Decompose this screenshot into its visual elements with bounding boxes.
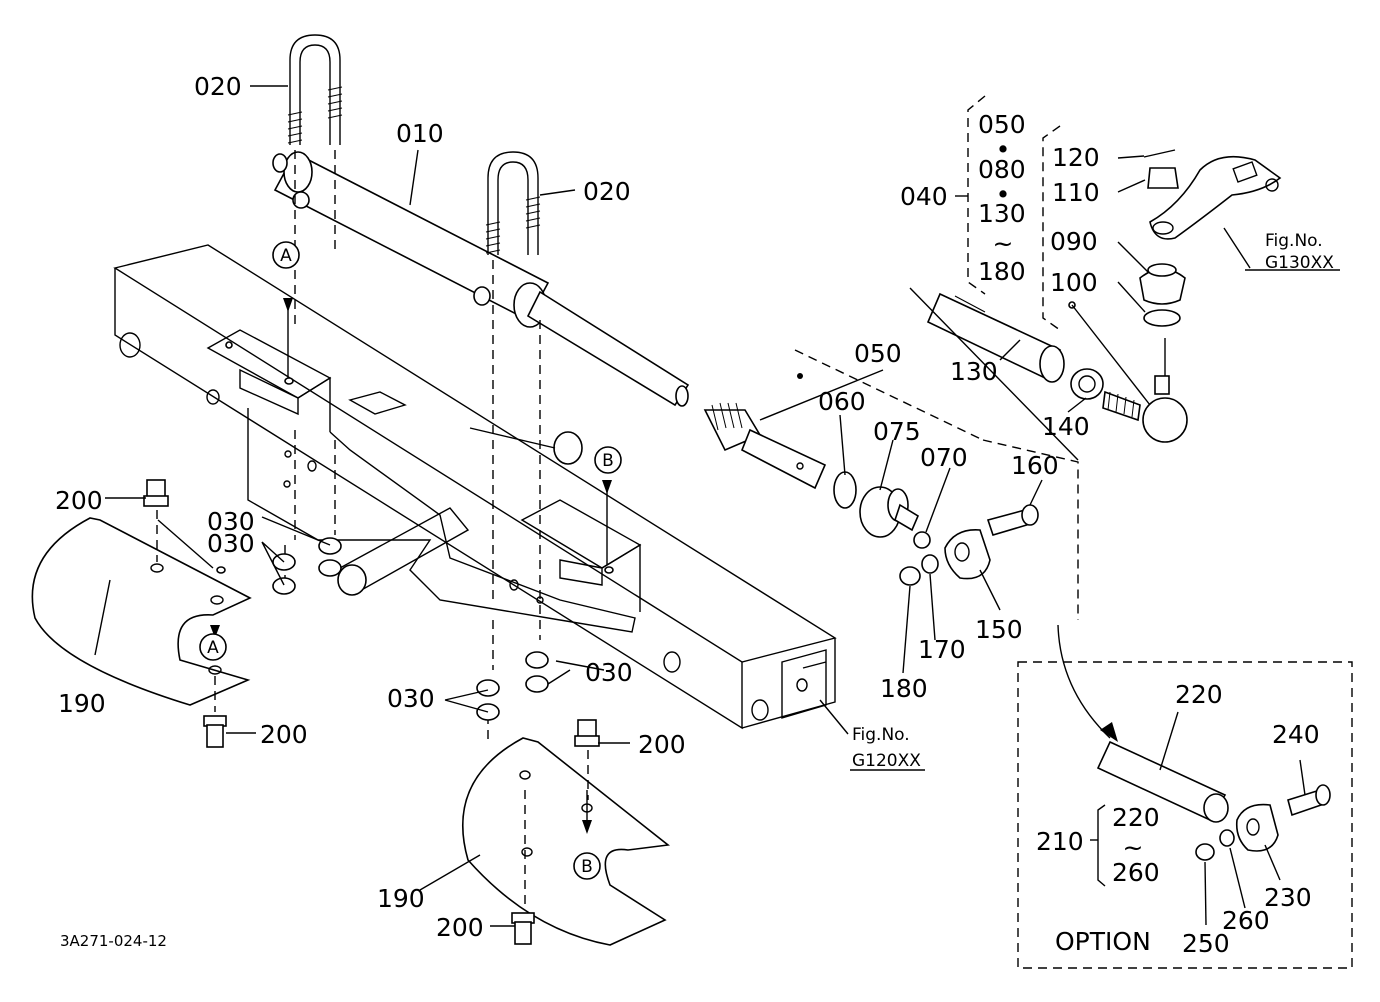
label-260-top: 260 xyxy=(1112,858,1160,887)
label-030-2: 030 xyxy=(207,529,255,558)
label-060: 060 xyxy=(818,387,866,416)
label-130-top: 130 xyxy=(978,199,1026,228)
label-040: 040 xyxy=(900,182,948,211)
u-bolt-right xyxy=(485,151,541,255)
ref-b-label: B xyxy=(581,857,593,877)
label-160: 160 xyxy=(1011,451,1059,480)
label-050-top: 050 xyxy=(978,110,1026,139)
label-130: 130 xyxy=(950,357,998,386)
label-140: 140 xyxy=(1042,412,1090,441)
label-100: 100 xyxy=(1050,268,1098,297)
cover-right xyxy=(461,737,670,946)
option-box xyxy=(1017,661,1353,969)
label-220-top: 220 xyxy=(1112,803,1160,832)
fig-number-g120: G120XX xyxy=(852,751,921,771)
label-030-3: 030 xyxy=(585,658,633,687)
label-220: 220 xyxy=(1175,680,1223,709)
ref-dot xyxy=(797,373,803,379)
option-arrow-head xyxy=(1100,722,1118,742)
label-050: 050 xyxy=(854,339,902,368)
ref-circle-b-top: B xyxy=(594,446,622,474)
ref-arrow-a2 xyxy=(210,625,220,638)
group-040-brackets xyxy=(955,95,1166,406)
label-250: 250 xyxy=(1182,929,1230,958)
label-030-1: 030 xyxy=(207,507,255,536)
ref-arrow-a1 xyxy=(283,298,293,312)
group-130-box xyxy=(909,287,1079,461)
label-075: 075 xyxy=(873,417,921,446)
label-170: 170 xyxy=(918,635,966,664)
fig-number-g130: G130XX xyxy=(1265,253,1334,273)
label-230: 230 xyxy=(1264,883,1312,912)
ref-circle-a-bottom: A xyxy=(199,633,227,661)
cover-left xyxy=(31,517,252,706)
label-190-1: 190 xyxy=(58,689,106,718)
fig-label-g120: Fig.No. xyxy=(852,725,910,745)
label-080: 080 xyxy=(978,155,1026,184)
bolts-200 xyxy=(143,479,600,945)
ref-arrow-b1 xyxy=(602,480,612,494)
bolt-centerlines xyxy=(284,150,541,740)
label-200-4: 200 xyxy=(436,913,484,942)
label-190-2: 190 xyxy=(377,884,425,913)
label-070: 070 xyxy=(920,443,968,472)
label-010: 010 xyxy=(396,119,444,148)
tie-rod-assembly xyxy=(703,149,1282,586)
steering-cylinder xyxy=(272,151,690,407)
label-120: 120 xyxy=(1052,143,1100,172)
ref-circle-a-top: A xyxy=(272,241,300,269)
label-200-3: 200 xyxy=(638,730,686,759)
dot-sep-1: • xyxy=(996,135,1011,164)
label-090: 090 xyxy=(1050,227,1098,256)
label-180-top: 180 xyxy=(978,257,1026,286)
part-labels: 020 010 020 030 030 030 030 200 200 200 … xyxy=(55,72,1334,958)
label-110: 110 xyxy=(1052,178,1100,207)
option-label: OPTION xyxy=(1055,927,1151,956)
tilde-sep-2: ~ xyxy=(1123,833,1144,862)
diagram-code: 3A271-024-12 xyxy=(60,932,167,950)
ref-circle-b-bottom: B xyxy=(573,852,601,880)
label-260: 260 xyxy=(1222,906,1270,935)
tilde-sep-1: ~ xyxy=(993,229,1014,258)
group-050-box xyxy=(794,349,1079,620)
fig-label-g130: Fig.No. xyxy=(1265,231,1323,251)
label-030-4: 030 xyxy=(387,684,435,713)
label-020-right: 020 xyxy=(583,177,631,206)
label-150: 150 xyxy=(975,615,1023,644)
leader-lines xyxy=(94,85,1340,927)
u-bolt-left xyxy=(287,34,343,145)
label-020-left: 020 xyxy=(194,72,242,101)
option-arrow xyxy=(1057,624,1111,739)
ref-b-label: B xyxy=(602,451,614,471)
ref-a-label: A xyxy=(207,638,219,658)
label-200-2: 200 xyxy=(260,720,308,749)
ref-a-label: A xyxy=(280,246,292,266)
label-240: 240 xyxy=(1272,720,1320,749)
front-axle-beam xyxy=(113,244,837,730)
label-210: 210 xyxy=(1036,827,1084,856)
label-200-1: 200 xyxy=(55,486,103,515)
dot-sep-2: • xyxy=(996,180,1011,209)
label-180: 180 xyxy=(880,674,928,703)
ref-arrow-b2 xyxy=(582,820,592,834)
